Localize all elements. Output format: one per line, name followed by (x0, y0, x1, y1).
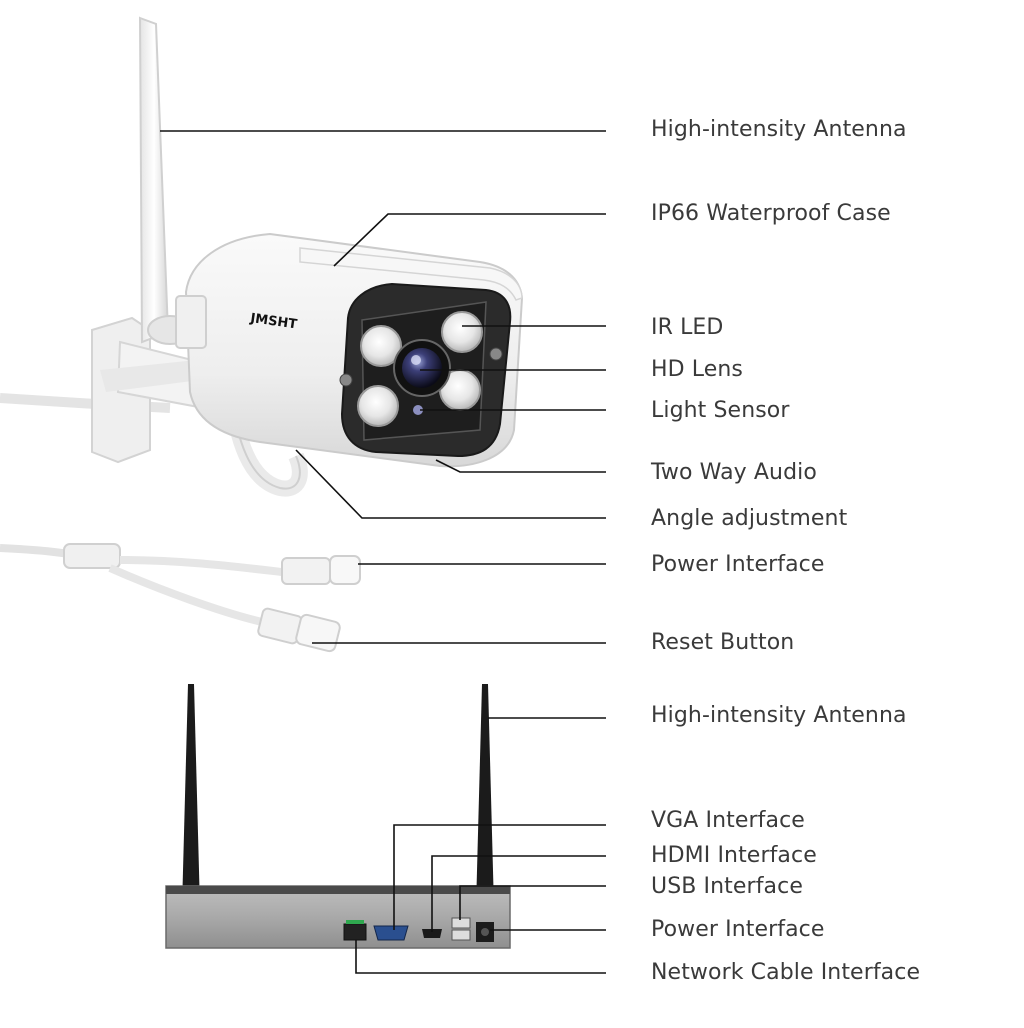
label-reset-button: Reset Button (651, 630, 795, 655)
label-usb: USB Interface (651, 874, 803, 899)
power-cable (0, 543, 361, 653)
label-light-sensor: Light Sensor (651, 398, 790, 423)
label-camera-power: Power Interface (651, 552, 825, 577)
camera-brand-text: JMSHT (248, 311, 298, 333)
label-vga: VGA Interface (651, 808, 805, 833)
label-waterproof-case: IP66 Waterproof Case (651, 201, 891, 226)
callout-leader-lines (160, 130, 606, 974)
label-hdmi: HDMI Interface (651, 843, 817, 868)
nvr-unit (165, 684, 511, 949)
camera-lens (393, 339, 451, 397)
label-two-way-audio: Two Way Audio (651, 460, 817, 485)
label-network-cable: Network Cable Interface (651, 960, 921, 985)
label-nvr-power: Power Interface (651, 917, 825, 942)
ir-led-array (357, 311, 483, 427)
label-hd-lens: HD Lens (651, 357, 743, 382)
label-angle-adjustment: Angle adjustment (651, 506, 848, 531)
light-sensor (413, 405, 423, 415)
label-camera-antenna: High-intensity Antenna (651, 117, 907, 142)
label-nvr-antenna: High-intensity Antenna (651, 703, 907, 728)
label-ir-led: IR LED (651, 315, 724, 340)
